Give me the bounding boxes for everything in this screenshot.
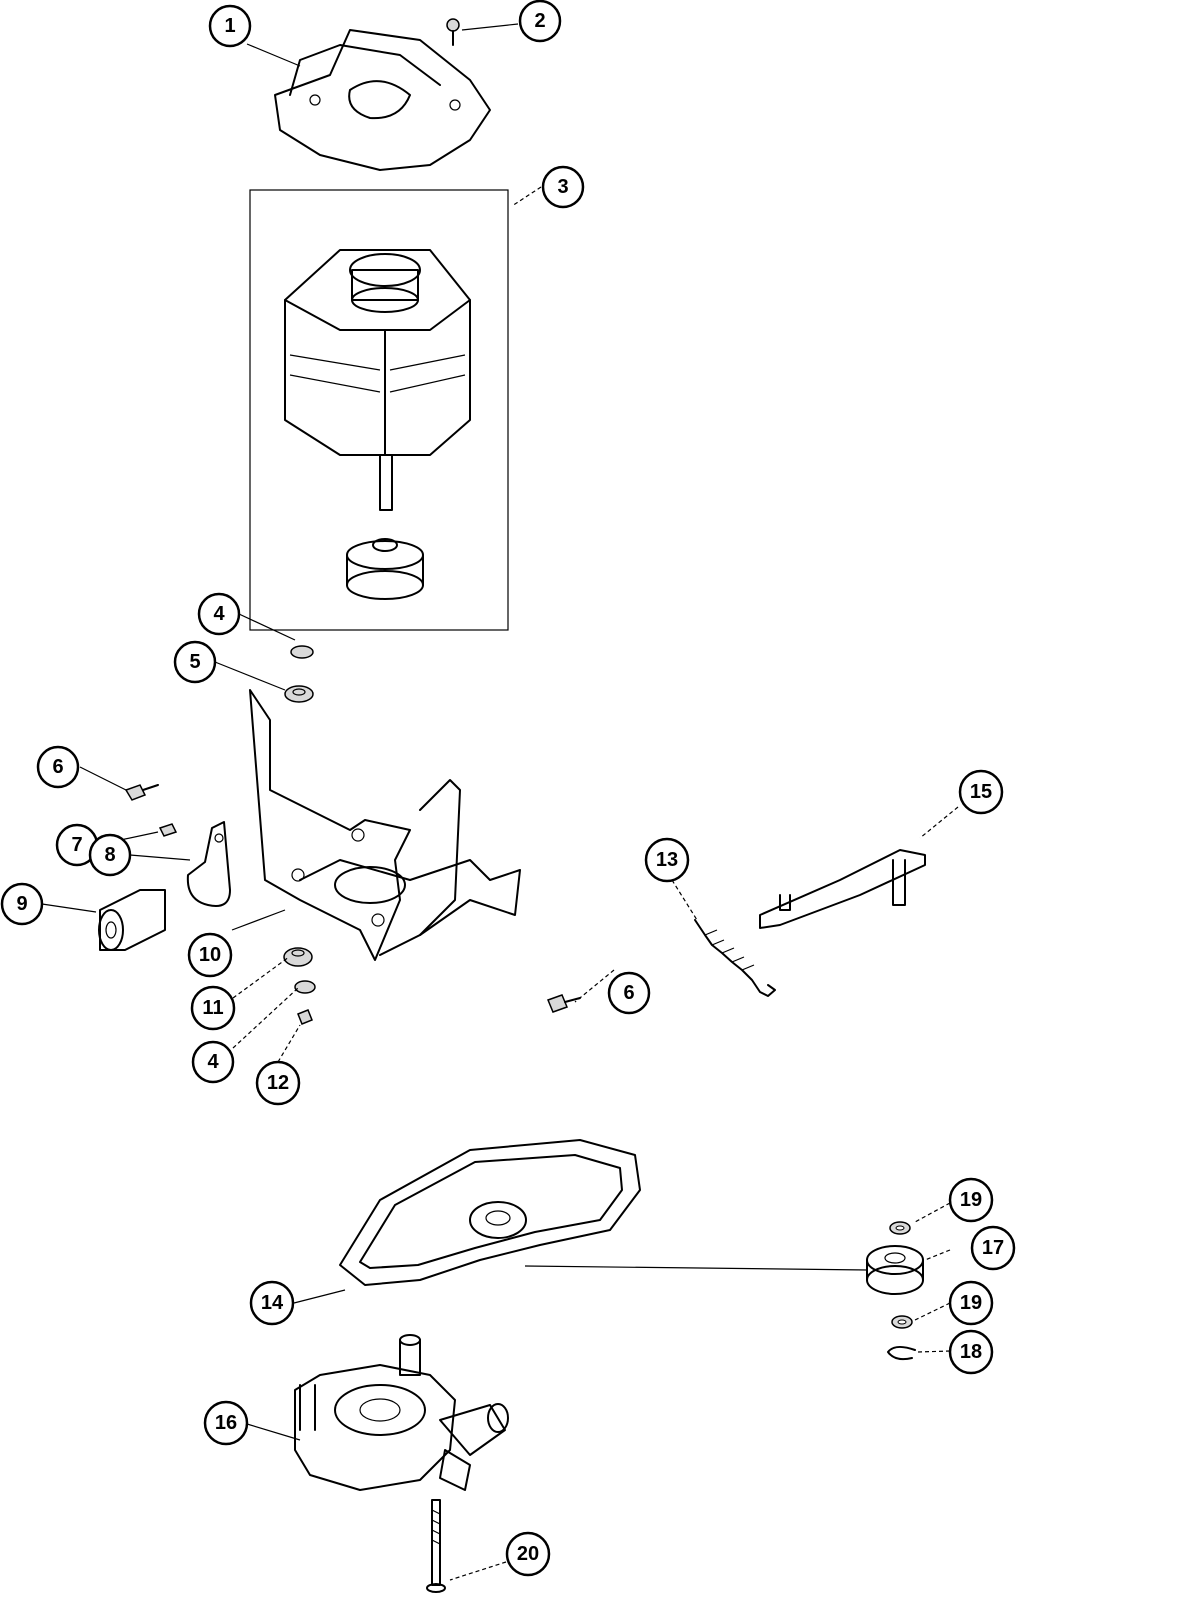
callout-3: 3 bbox=[541, 165, 585, 209]
callout-4-lower: 4 bbox=[191, 1040, 235, 1084]
svg-text:9: 9 bbox=[16, 893, 27, 915]
leader-lines bbox=[41, 23, 959, 1581]
svg-text:11: 11 bbox=[202, 997, 223, 1019]
callout-8: 8 bbox=[88, 833, 132, 877]
callout-13: 13 bbox=[644, 837, 690, 883]
motor-assembly-part bbox=[249, 189, 509, 631]
callout-9: 9 bbox=[0, 882, 44, 926]
clamp-part bbox=[186, 821, 231, 907]
callout-12: 12 bbox=[255, 1060, 301, 1106]
drive-belt-part bbox=[339, 1139, 641, 1286]
svg-text:4: 4 bbox=[207, 1051, 219, 1073]
svg-text:4: 4 bbox=[213, 603, 225, 625]
svg-text:19: 19 bbox=[960, 1292, 982, 1314]
svg-text:18: 18 bbox=[960, 1341, 982, 1363]
svg-text:3: 3 bbox=[557, 176, 568, 198]
motor-mount-part bbox=[249, 689, 521, 961]
callout-15: 15 bbox=[958, 769, 1004, 815]
callout-19-upper: 19 bbox=[948, 1177, 994, 1223]
screw-part bbox=[446, 18, 460, 46]
callout-2: 2 bbox=[518, 0, 562, 43]
svg-text:20: 20 bbox=[517, 1543, 539, 1565]
svg-text:13: 13 bbox=[656, 849, 678, 871]
clip-screw-part bbox=[158, 823, 178, 837]
lower-washer-part bbox=[294, 980, 316, 994]
callout-20: 20 bbox=[505, 1531, 551, 1577]
svg-text:6: 6 bbox=[52, 756, 63, 778]
callout-18: 18 bbox=[948, 1329, 994, 1375]
callout-16: 16 bbox=[203, 1400, 249, 1446]
pump-bolt-part bbox=[426, 1499, 446, 1593]
nut-part bbox=[297, 1009, 313, 1025]
bolt-part bbox=[124, 784, 159, 801]
callout-6-left: 6 bbox=[36, 745, 80, 789]
svg-text:10: 10 bbox=[199, 944, 221, 966]
callout-11: 11 bbox=[190, 985, 236, 1031]
rubber-mount-part bbox=[283, 947, 313, 967]
callout-4-upper: 4 bbox=[197, 592, 241, 636]
svg-text:6: 6 bbox=[623, 982, 634, 1004]
svg-text:7: 7 bbox=[71, 834, 82, 856]
idler-pulley-part bbox=[866, 1245, 924, 1295]
callout-19-lower: 19 bbox=[948, 1280, 994, 1326]
svg-text:19: 19 bbox=[960, 1189, 982, 1211]
callout-10: 10 bbox=[187, 932, 233, 978]
washer-part bbox=[290, 645, 314, 659]
pulley-washer-part-top bbox=[889, 1221, 911, 1235]
svg-text:2: 2 bbox=[534, 10, 545, 32]
svg-text:14: 14 bbox=[261, 1292, 284, 1314]
spring-part bbox=[694, 919, 776, 997]
idler-arm-part bbox=[759, 849, 926, 929]
svg-text:16: 16 bbox=[215, 1412, 237, 1434]
retaining-ring-part bbox=[887, 1346, 916, 1361]
svg-text:17: 17 bbox=[982, 1237, 1004, 1259]
grommet-part bbox=[284, 685, 314, 703]
pulley-washer-part-bottom bbox=[891, 1315, 913, 1329]
capacitor-part bbox=[98, 889, 166, 951]
callout-7: 7 bbox=[55, 823, 99, 867]
callout-14: 14 bbox=[249, 1280, 295, 1326]
svg-text:5: 5 bbox=[189, 651, 200, 673]
callout-17: 17 bbox=[970, 1225, 1016, 1271]
motor-cover-part bbox=[274, 29, 491, 171]
svg-text:8: 8 bbox=[104, 844, 115, 866]
callout-5: 5 bbox=[173, 640, 217, 684]
svg-text:12: 12 bbox=[267, 1072, 289, 1094]
pump-part bbox=[294, 1334, 509, 1491]
svg-text:15: 15 bbox=[970, 781, 992, 803]
svg-text:1: 1 bbox=[224, 15, 235, 37]
bolt-part-right bbox=[547, 994, 581, 1013]
callout-1: 1 bbox=[208, 4, 252, 48]
callout-6-right: 6 bbox=[607, 971, 651, 1015]
